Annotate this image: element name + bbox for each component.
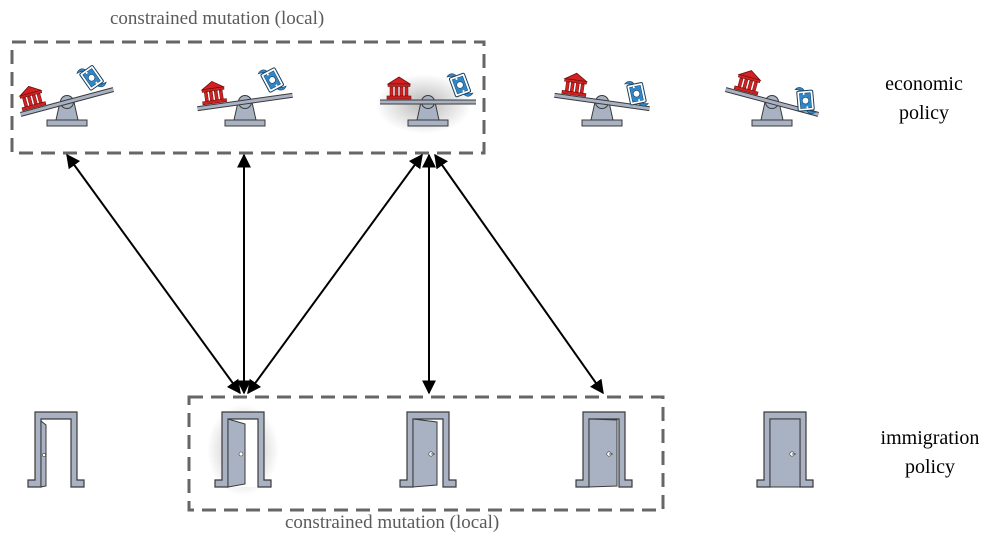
- money-icon: [257, 65, 288, 95]
- immigration-policy-line2: policy: [905, 456, 955, 478]
- arrow-scale3-door4: [434, 153, 604, 395]
- immigration-policy-label: immigration policy: [868, 424, 992, 482]
- door-2: [214, 411, 272, 488]
- scale-4: [554, 71, 652, 127]
- door-3: [399, 411, 457, 488]
- scale-3: [380, 72, 476, 127]
- scale-1: [16, 62, 115, 127]
- top-dashed-box: [10, 40, 486, 155]
- door-4: [575, 411, 633, 488]
- economic-policy-label: economic policy: [868, 70, 980, 128]
- immigration-policy-line1: immigration: [880, 427, 980, 449]
- door-5: [756, 411, 814, 488]
- arrow-scale3-door2: [247, 153, 423, 395]
- economic-policy-line1: economic: [885, 73, 963, 95]
- arrow-scale1-door2: [66, 153, 241, 395]
- bank-icon: [561, 71, 590, 98]
- door-1: [27, 411, 85, 488]
- top-box-label: constrained mutation (local): [110, 8, 325, 29]
- economic-policy-line2: policy: [899, 102, 949, 124]
- money-icon: [75, 62, 108, 94]
- connection-arrows: [66, 153, 604, 395]
- bank-icon: [199, 79, 228, 106]
- scale-5: [724, 67, 822, 127]
- scale-2: [197, 65, 293, 127]
- bottom-dashed-box: [187, 395, 665, 512]
- bottom-box-label: constrained mutation (local): [285, 512, 500, 533]
